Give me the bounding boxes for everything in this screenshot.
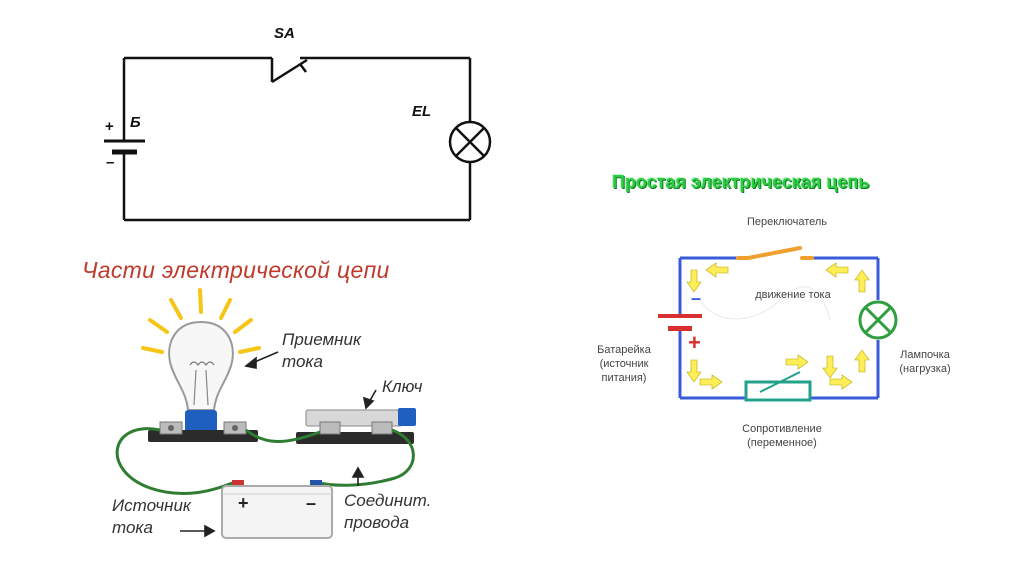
simple-resistor-label: Сопротивление (переменное)	[742, 423, 822, 449]
parts-label-arrows	[180, 351, 377, 538]
battery-minus-sign: –	[306, 493, 317, 513]
schematic-lamp-label: EL	[412, 103, 432, 120]
bulb-holder	[148, 421, 258, 442]
schematic-lamp-icon	[448, 120, 492, 164]
simple-switch-label: Переключатель	[746, 216, 828, 228]
simple-circuit-title: Простая электрическая цепь	[612, 172, 870, 192]
schematic-battery-icon	[104, 139, 145, 155]
schematic-circuit	[122, 56, 472, 222]
simple-minus-sign: –	[691, 288, 702, 308]
current-flow-arrows	[686, 262, 870, 390]
schematic-minus-sign: –	[106, 154, 115, 171]
schematic-switch-label: SA	[274, 25, 295, 42]
key-switch-icon	[296, 408, 416, 444]
parts-title: Части электрической цепи	[82, 257, 390, 283]
simple-switch-icon	[736, 246, 814, 260]
schematic-plus-sign: +	[105, 118, 114, 135]
current-path-guide	[699, 286, 831, 321]
schematic-battery-label: Б	[130, 114, 141, 131]
bulb-rays	[141, 288, 261, 354]
receiver-label: Приемник тока	[282, 330, 361, 371]
battery-box-icon	[221, 480, 333, 539]
simple-plus-sign: +	[688, 330, 701, 355]
connecting-wires	[115, 427, 415, 496]
simple-lamp-icon	[858, 300, 898, 340]
source-label: Источник тока	[112, 496, 191, 537]
wires-label: Соединит. провода	[344, 491, 432, 532]
simple-lamp-label: Лампочка (нагрузка)	[899, 349, 951, 375]
simple-battery-icon	[658, 314, 702, 331]
simple-resistor-icon	[744, 371, 812, 402]
battery-plus-sign: +	[238, 493, 249, 513]
current-flow-label: движение тока	[755, 289, 831, 301]
simple-circuit	[678, 256, 880, 400]
key-label: Ключ	[382, 377, 423, 396]
schematic-switch-blade	[271, 58, 308, 84]
simple-battery-label: Батарейка (источник питания)	[597, 344, 651, 384]
light-bulb-icon	[168, 320, 234, 436]
